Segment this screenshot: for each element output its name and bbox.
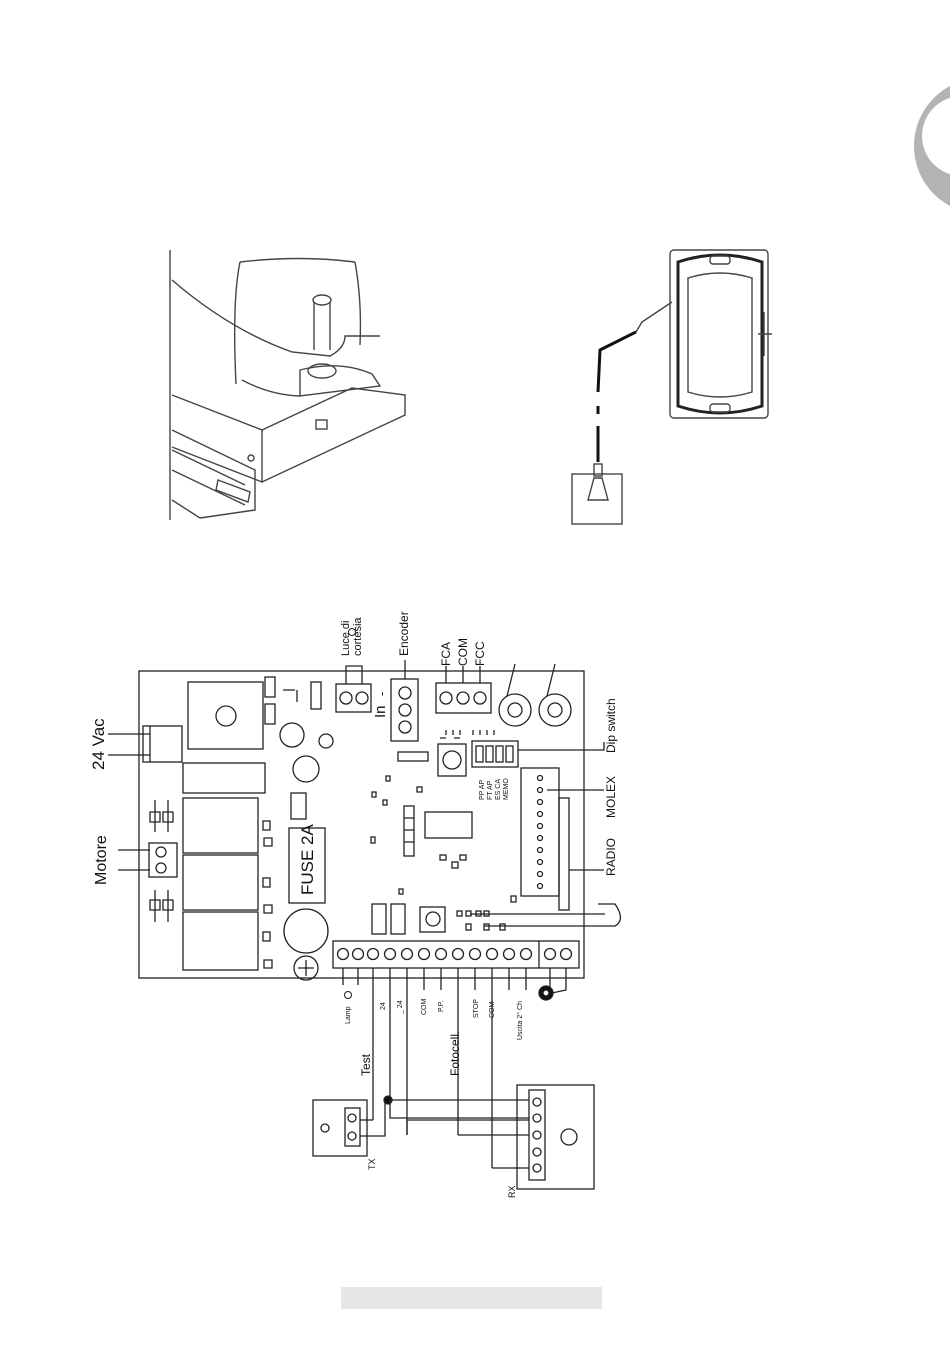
fuse-label: FUSE 2A bbox=[298, 823, 317, 895]
motor-unit-illustration bbox=[170, 250, 405, 520]
luce-terminal bbox=[336, 684, 371, 712]
dip-position-labels: PP AP FT AP ES CA MEMO bbox=[479, 778, 510, 800]
tx-label: TX bbox=[367, 1158, 377, 1170]
motore-label: Motore bbox=[93, 835, 110, 885]
control-board bbox=[108, 660, 621, 1168]
fcc-label: FCC bbox=[473, 641, 487, 666]
svg-text:STOP: STOP bbox=[473, 999, 480, 1018]
com-top-label: COM bbox=[456, 638, 470, 666]
limit-switch-terminal bbox=[436, 683, 491, 713]
trimmer-1 bbox=[499, 694, 531, 726]
fca-label: FCA bbox=[439, 642, 453, 666]
svg-text:24: 24 bbox=[380, 1002, 387, 1010]
svg-text:COM: COM bbox=[489, 1002, 496, 1019]
encoder-terminal bbox=[391, 679, 418, 741]
svg-text:PP AP: PP AP bbox=[479, 780, 486, 800]
terminal-labels: Lamp 24 _ 24 COM P.P. STOP COM Uscita 2°… bbox=[345, 999, 524, 1041]
vac-terminal bbox=[143, 726, 182, 762]
svg-text:ES CA: ES CA bbox=[495, 779, 502, 800]
vac-label: 24 Vac bbox=[89, 718, 108, 770]
main-terminal-block bbox=[333, 941, 579, 968]
svg-text:FT AP: FT AP bbox=[487, 780, 494, 800]
fotocell-label: Fotocell. bbox=[448, 1031, 462, 1076]
rx-label: RX bbox=[507, 1185, 517, 1198]
remote-illustration bbox=[572, 250, 772, 524]
encoder-label: Encoder bbox=[397, 611, 411, 656]
molex-label: MOLEX bbox=[604, 776, 618, 818]
trimmer-2 bbox=[539, 694, 571, 726]
dip-switch bbox=[472, 741, 518, 767]
radio-label: RADIO bbox=[604, 838, 618, 876]
svg-text:_ 24: _ 24 bbox=[397, 1000, 404, 1015]
in-label: In bbox=[372, 705, 389, 718]
luce-label: Luce di cortesia bbox=[340, 617, 364, 656]
test-label: Test bbox=[359, 1053, 373, 1076]
svg-text:MEMO: MEMO bbox=[503, 778, 510, 800]
footer-bar bbox=[341, 1287, 602, 1309]
svg-text:Lamp: Lamp bbox=[345, 1006, 352, 1024]
svg-text:P.P.: P.P. bbox=[438, 1001, 445, 1012]
svg-text:COM: COM bbox=[421, 999, 428, 1016]
minus-label: - bbox=[374, 692, 389, 696]
svg-text:Uscita 2° Ch: Uscita 2° Ch bbox=[516, 1001, 524, 1040]
svg-text:cortesia: cortesia bbox=[352, 617, 364, 656]
dip-switch-label: Dip switch bbox=[604, 698, 618, 753]
tx-block bbox=[313, 1096, 392, 1156]
svg-text:Luce di: Luce di bbox=[340, 621, 352, 656]
